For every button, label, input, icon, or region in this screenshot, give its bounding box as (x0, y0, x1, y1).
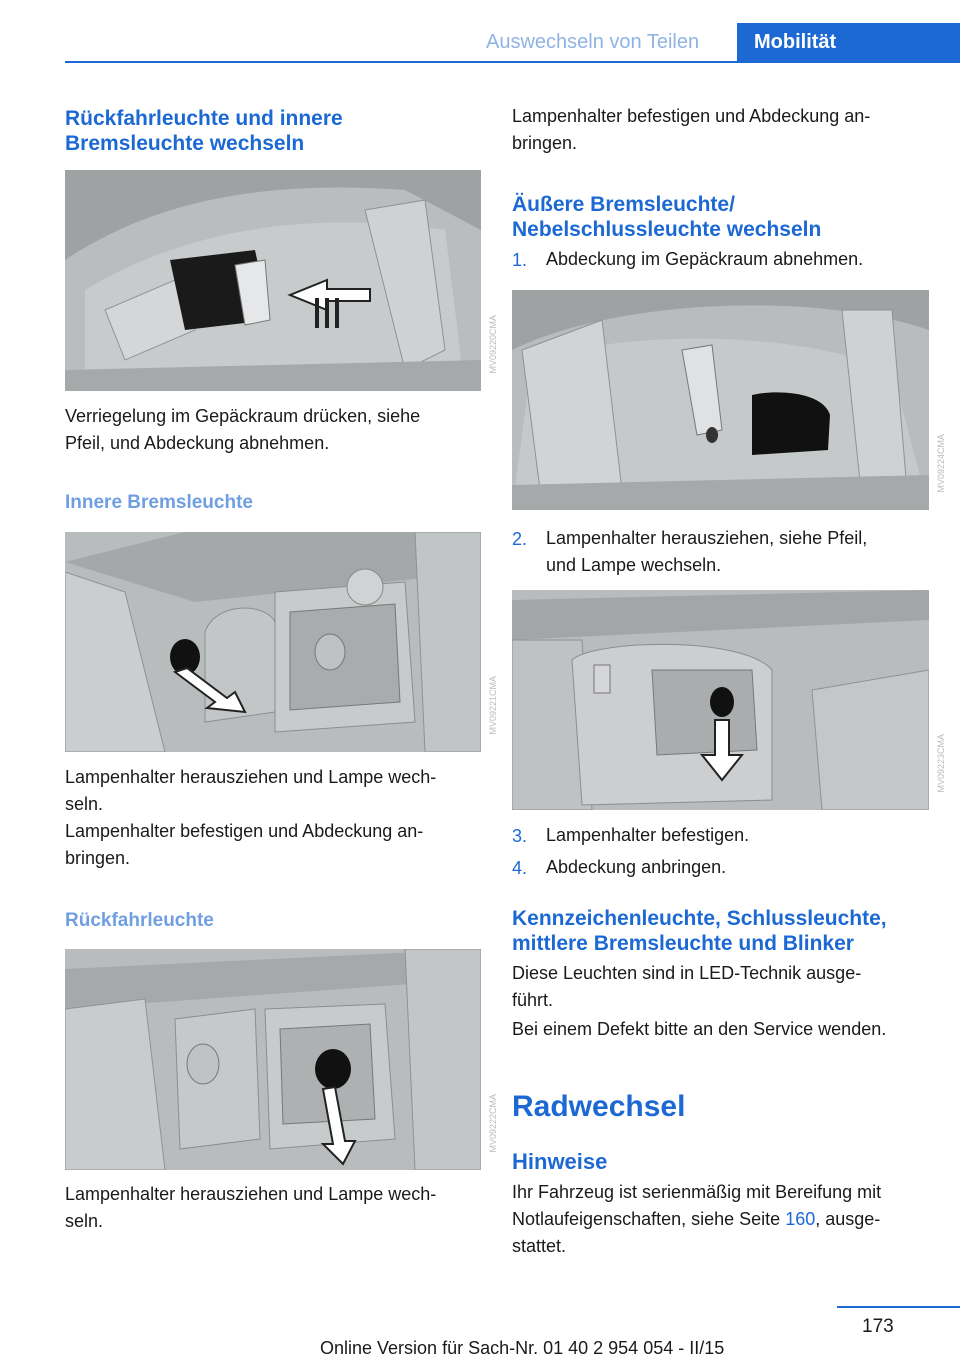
figure-inner-brake-light (65, 532, 481, 752)
paragraph-pull-out-holder-2: Lampenhalter herausziehen und Lampe wech… (65, 1184, 437, 1231)
header-chapter-label: Mobilität (754, 31, 837, 53)
header-section-title: Auswechseln von Teilen (486, 31, 700, 53)
figure-code: MV09220CMA (488, 315, 498, 374)
figure-outer-cover (512, 290, 929, 510)
figure-trunk-cover-release (65, 170, 481, 391)
heading-notes: Hinweise (512, 1149, 608, 1174)
page-number: 173 (862, 1316, 894, 1337)
paragraph-pull-out-holder: Lampenhalter herausziehen und Lampe wech… (65, 767, 437, 814)
page-reference-link[interactable]: 160 (785, 1209, 816, 1229)
step-text: Abdeckung im Gepäckraum abnehmen. (546, 249, 864, 269)
heading-outer-brake-light: Äußere Bremsleuchte/ Nebelschlussleuchte… (512, 193, 822, 241)
heading-led-lights: Kennzeichenleuchte, Schlussleuchte, mitt… (512, 907, 887, 955)
step-text: Lampenhalter herausziehen, siehe Pfeil, … (546, 528, 868, 575)
figure-code: MV09221CMA (488, 676, 498, 735)
paragraph-press-lock: Verriegelung im Gepäckraum drücken, sieh… (65, 406, 421, 453)
header-rule (65, 61, 960, 63)
header-chapter-tab: Mobilität (737, 23, 960, 63)
paragraph-led-technology: Diese Leuchten sind in LED-Technik ausge… (512, 963, 862, 1010)
step-text: Abdeckung anbringen. (546, 857, 727, 877)
step-number: 3. (512, 826, 528, 846)
figure-code: MV09223CMA (936, 734, 946, 793)
figure-reverse-light (65, 949, 481, 1170)
footer-rule (837, 1306, 960, 1308)
subheading-inner-brake-light: Innere Bremsleuchte (65, 492, 253, 513)
figure-code: MV09224CMA (936, 434, 946, 493)
footer-version-text: Online Version für Sach-Nr. 01 40 2 954 … (320, 1338, 725, 1358)
paragraph-runflat-tires: Ihr Fahrzeug ist serienmäßig mit Bereifu… (512, 1182, 882, 1256)
heading-reverse-light: Rückfahrleuchte und innere Bremsleuchte … (65, 107, 343, 155)
figure-code: MV09222CMA (488, 1094, 498, 1153)
subheading-reverse-light: Rückfahrleuchte (65, 910, 214, 931)
heading-wheel-change: Radwechsel (512, 1090, 686, 1123)
figure-outer-holder (512, 590, 929, 810)
step-number: 2. (512, 529, 528, 549)
paragraph-attach-holder: Lampenhalter befestigen und Abdeckung an… (65, 821, 424, 868)
step-number: 4. (512, 858, 528, 878)
paragraph-service-contact: Bei einem Defekt bitte an den Service we… (512, 1019, 887, 1039)
step-text: Lampenhalter befestigen. (546, 825, 750, 845)
page-header: Auswechseln von Teilen Mobilität (0, 0, 960, 64)
paragraph-attach-holder-right: Lampenhalter befestigen und Abdeckung an… (512, 106, 871, 153)
step-number: 1. (512, 250, 528, 270)
